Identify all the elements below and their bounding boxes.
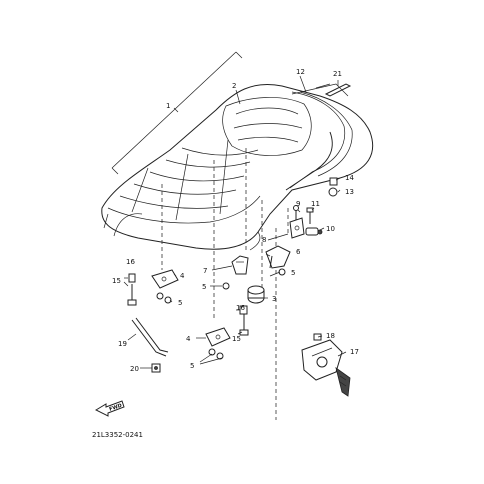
hook-bracket-7	[231, 255, 249, 275]
callout-16a: 16	[126, 258, 135, 266]
callout-10: 10	[326, 225, 335, 233]
hinge-bracket-4-lower	[205, 327, 231, 347]
callout-8: 8	[262, 236, 266, 244]
callout-9: 9	[296, 200, 300, 208]
seat	[101, 83, 374, 251]
drawing-code: 21L3352-0241	[92, 431, 143, 439]
callout-15a: 15	[112, 277, 121, 285]
bolt-15-lower	[239, 314, 249, 336]
rod-19	[131, 317, 169, 357]
callout-4b: 4	[186, 335, 191, 343]
callout-21: 21	[333, 70, 342, 78]
callout-5a: 5	[178, 299, 182, 307]
seat-lock-17	[301, 339, 351, 397]
callout-14: 14	[345, 174, 354, 182]
callout-16b: 16	[236, 304, 245, 312]
bolt-15-upper	[127, 284, 137, 306]
screw-9	[293, 205, 299, 220]
callout-15b: 15	[232, 335, 241, 343]
callout-12: 12	[296, 68, 305, 76]
nut-20	[151, 363, 161, 373]
nut-13	[328, 187, 338, 197]
callouts: 1 2 12 21 14 13 9 11 10 8 6 5 7 5 3 16 1…	[112, 68, 359, 373]
washer-5-right	[278, 268, 286, 276]
callout-11: 11	[311, 200, 320, 208]
collar-16-upper	[128, 273, 136, 283]
callout-18: 18	[326, 332, 335, 340]
bolt-11	[306, 207, 314, 224]
callout-17: 17	[350, 348, 359, 356]
damper-14	[329, 177, 338, 186]
bracket-8	[289, 217, 305, 239]
callout-7: 7	[203, 267, 207, 275]
hinge-bracket-4-upper	[151, 269, 179, 289]
callout-3: 3	[272, 295, 276, 303]
callout-5-lower: 5	[190, 362, 194, 370]
callout-4a: 4	[180, 272, 185, 280]
callout-13: 13	[345, 188, 354, 196]
washers-5-lower	[208, 348, 224, 360]
forward-arrow-icon: FWD	[94, 400, 125, 417]
callout-19: 19	[118, 340, 127, 348]
damper-3	[247, 285, 265, 304]
callout-5b: 5	[202, 283, 206, 291]
callout-6: 6	[296, 248, 301, 256]
collar-10	[305, 227, 323, 236]
washer-5-mid	[222, 282, 230, 290]
callout-1: 1	[166, 102, 170, 110]
forward-label: FWD	[108, 403, 122, 413]
callout-20: 20	[130, 365, 139, 373]
washers-5-upper	[156, 292, 172, 304]
callout-2: 2	[232, 82, 236, 90]
leader-lines	[123, 75, 347, 369]
lock-bracket-6	[265, 245, 291, 269]
callout-5c: 5	[291, 269, 295, 277]
assembly-bracket	[111, 51, 243, 175]
screw-18	[313, 333, 322, 341]
strip-21	[324, 83, 352, 97]
